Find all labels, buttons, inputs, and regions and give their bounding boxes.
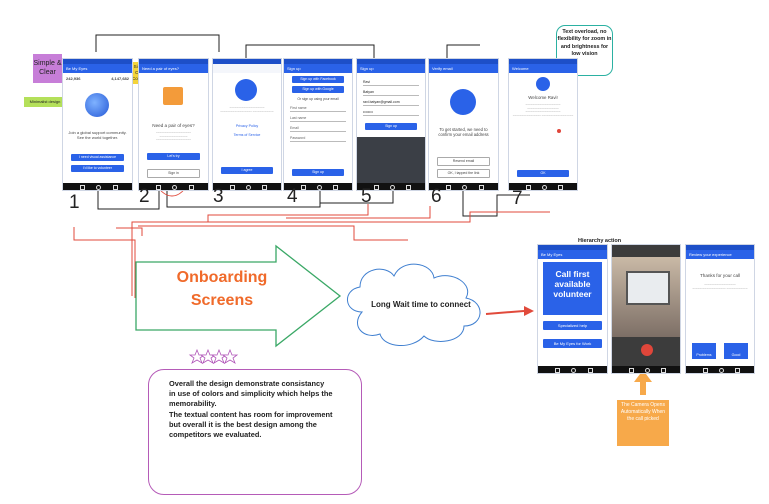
screen-4-sign-up: Sign up Sign up with Facebook Sign up wi… (283, 58, 353, 191)
screen-2-appbar: Need a pair of eyes? (139, 64, 208, 73)
summary-text: Overall the design demonstrate consistan… (169, 379, 333, 440)
call-screen-home: Be My Eyes Call first available voluntee… (537, 244, 608, 374)
screen-5-sign-up-filled: Sign up Ravi Batyan ravi.batyan@gmail.co… (356, 58, 426, 191)
email-field[interactable]: Email (290, 125, 346, 132)
volunteer-button[interactable]: I'd like to volunteer (71, 165, 124, 172)
long-wait-label: Long Wait time to connect (371, 300, 471, 309)
screen-1-welcome: Be My Eyes 242,936 4,147,682 Join a glob… (62, 58, 133, 191)
terms-link[interactable]: Terms of Service (233, 133, 261, 137)
review-appbar: Review your experience (686, 250, 754, 259)
call-screen-camera (611, 244, 681, 374)
sign-up-submit-button[interactable]: Sign up (365, 123, 417, 130)
stat-right: 4,147,682 (111, 76, 129, 81)
keyboard[interactable] (357, 137, 425, 183)
call-first-volunteer-button[interactable]: Call first available volunteer (543, 262, 602, 315)
screen-7-appbar: Welcome (509, 64, 577, 73)
email-value[interactable]: ravi.batyan@gmail.com (363, 99, 419, 106)
google-signup-button[interactable]: Sign up with Google (292, 86, 344, 93)
privacy-policy-link[interactable]: Privacy Policy (235, 124, 259, 128)
illustration-icon (163, 87, 183, 105)
screen-2-title: Need a pair of eyes? (152, 123, 195, 128)
lets-try-button[interactable]: Let's try (147, 153, 200, 160)
screen-6-verify-email: Verify email To get started, we need to … (428, 58, 499, 191)
app-logo-icon (235, 79, 257, 101)
end-call-icon[interactable] (641, 344, 653, 356)
sign-in-button[interactable]: Sign in (147, 169, 200, 178)
step-number-5: 5 (361, 186, 372, 207)
ok-button[interactable]: OK (517, 170, 569, 177)
password-value[interactable]: •••••••• (363, 109, 419, 116)
laptop-image (626, 271, 670, 305)
specialized-help-button[interactable]: Specialized help (543, 321, 602, 330)
onboarding-screens-label: Onboarding Screens (176, 269, 268, 309)
red-dot-icon (557, 129, 561, 133)
call-home-appbar: Be My Eyes (538, 250, 607, 259)
screen-3-terms: ~~~~~~~~~~~~~~~~~~~~ ~~~~~~~~~~~~~~~~~~ … (212, 58, 282, 191)
note-hierarchy-action: Hierarchy action (578, 238, 622, 244)
password-field[interactable]: Password (290, 135, 346, 142)
step-number-2: 2 (139, 186, 150, 207)
thanks-text: Thanks for your call (699, 273, 741, 278)
screen-6-appbar: Verify email (429, 64, 498, 73)
resend-email-button[interactable]: Resend email (437, 157, 490, 166)
summary-box: Overall the design demonstrate consistan… (148, 369, 362, 495)
step-number-3: 3 (213, 186, 224, 207)
verify-email-text: To get started, we need to confirm your … (438, 127, 489, 137)
step-number-7: 7 (512, 188, 523, 209)
note-text-overload: Text overload, no flexibility for zoom i… (556, 25, 613, 76)
last-name-value[interactable]: Batyan (363, 89, 419, 96)
facebook-signup-button[interactable]: Sign up with Facebook (292, 76, 344, 83)
step-number-1: 1 (69, 192, 80, 213)
note-minimalist-design: Minimalist design (24, 97, 66, 107)
welcome-title: Welcome Ravi! (528, 95, 558, 100)
tapped-link-button[interactable]: OK, I tapped the link (437, 169, 490, 178)
stat-left: 242,936 (66, 76, 81, 81)
screen-7-welcome-user: Welcome Welcome Ravi! ~~~~~~~~~~~~~~~~~~… (508, 58, 578, 191)
need-assistance-button[interactable]: I need visual assistance (71, 154, 124, 161)
work-button[interactable]: Be My Eyes for Work (543, 339, 602, 348)
screen-1-appbar: Be My Eyes (63, 64, 132, 73)
i-agree-button[interactable]: I agree (221, 167, 273, 174)
email-verify-icon (450, 89, 476, 115)
step-number-4: 4 (287, 186, 298, 207)
call-screen-review: Review your experience Thanks for your c… (685, 244, 755, 374)
sign-up-button[interactable]: Sign up (292, 169, 344, 176)
note-simple-clear: Simple & Clear (33, 54, 62, 83)
good-button[interactable]: Good (724, 343, 748, 359)
globe-icon (85, 93, 109, 117)
screen-2-need-eyes: Need a pair of eyes? Need a pair of eyes… (138, 58, 209, 191)
last-name-field[interactable]: Last name (290, 115, 346, 122)
screen-5-appbar: Sign up (357, 64, 425, 73)
screen-4-appbar: Sign up (284, 64, 352, 73)
first-name-value[interactable]: Ravi (363, 79, 419, 86)
first-name-field[interactable]: First name (290, 105, 346, 112)
problems-button[interactable]: Problems (692, 343, 716, 359)
step-number-6: 6 (431, 186, 442, 207)
screen-1-tagline: Join a global support community. See the… (68, 130, 127, 140)
note-camera-opens: The Camera Opens Automatically When the … (617, 400, 669, 446)
welcome-logo-icon (536, 77, 550, 91)
signup-or-text: Or sign up using your email (297, 97, 339, 101)
